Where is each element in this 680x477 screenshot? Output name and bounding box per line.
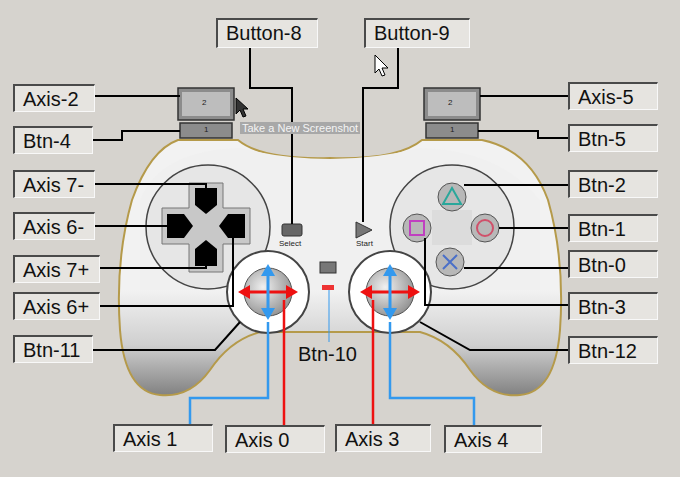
label-box: Axis 1 — [113, 424, 213, 452]
label-box: Btn-3 — [568, 292, 658, 320]
box-label: Btn-2 — [570, 172, 632, 197]
button-label: Btn-10 — [296, 343, 359, 365]
label-box: Axis 6+ — [13, 292, 100, 320]
box-label: Axis 6- — [15, 214, 90, 239]
label-box: Axis 3 — [335, 424, 431, 452]
label-box: Axis-5 — [568, 82, 658, 110]
box-label: Axis 3 — [337, 426, 405, 451]
label-box: Axis 7- — [13, 170, 95, 198]
box-label: Axis 6+ — [15, 294, 95, 319]
label-box: Btn-1 — [568, 214, 658, 242]
label-box: Btn-11 — [13, 335, 93, 363]
box-label: Axis-2 — [15, 86, 85, 111]
box-label: Axis 1 — [115, 426, 183, 451]
box-label: Button-9 — [366, 20, 456, 45]
box-label: Btn-5 — [570, 126, 632, 151]
label-box: Button-9 — [364, 18, 470, 48]
label-box: Button-8 — [216, 18, 318, 48]
part-marking: 1 — [450, 126, 454, 135]
box-label: Btn-12 — [570, 338, 643, 363]
label-box: Axis 0 — [225, 425, 325, 453]
part-marking: Start — [356, 240, 373, 249]
part-marking: 2 — [448, 99, 452, 108]
label-box: Axis 7+ — [13, 255, 100, 283]
part-marking: 1 — [204, 126, 208, 135]
box-label: Btn-1 — [570, 216, 632, 241]
box-label: Btn-3 — [570, 294, 632, 319]
box-label: Axis 4 — [446, 427, 514, 452]
box-label: Btn-11 — [15, 337, 86, 362]
box-label: Axis 7- — [15, 172, 90, 197]
box-label: Button-8 — [218, 20, 308, 45]
part-marking: Select — [279, 240, 301, 249]
box-label: Axis 0 — [227, 427, 295, 452]
label-box: Btn-4 — [13, 126, 93, 154]
label-box: Btn-5 — [568, 124, 658, 152]
label-box: Btn-12 — [568, 336, 658, 364]
label-box: Btn-2 — [568, 170, 658, 198]
label-box: Btn-0 — [568, 250, 658, 278]
box-label: Btn-4 — [15, 128, 77, 153]
part-marking: 2 — [202, 99, 206, 108]
box-label: Axis-5 — [570, 84, 640, 109]
label-box: Axis 6- — [13, 212, 95, 240]
box-label: Btn-0 — [570, 252, 632, 277]
box-label: Axis 7+ — [15, 257, 95, 282]
label-box: Axis-2 — [13, 84, 95, 112]
label-box: Axis 4 — [444, 425, 542, 453]
tooltip-text: Take a New Screenshot — [240, 122, 360, 134]
